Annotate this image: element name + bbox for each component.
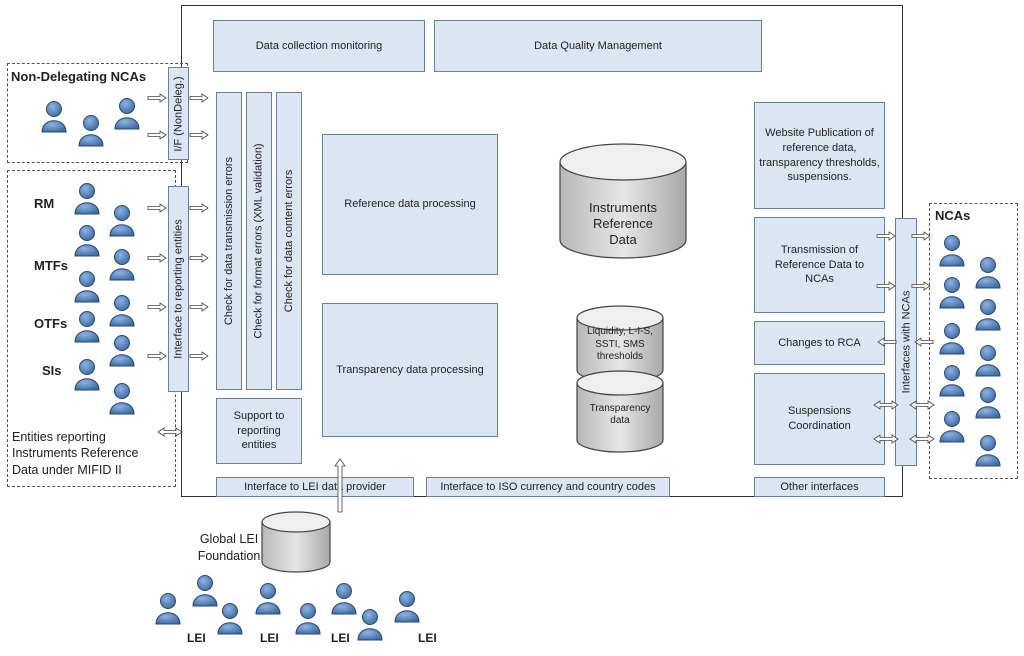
instruments-reference-data-db	[559, 143, 687, 259]
interface-iso-codes-box: Interface to ISO currency and country co…	[426, 477, 670, 497]
interface-lei-provider-box: Interface to LEI data provider	[216, 477, 414, 497]
transmission-reference-data-label: Transmission of Reference Data to NCAs	[774, 243, 865, 286]
arrow-nondeleg-out-2	[189, 130, 209, 140]
reference-data-processing-label: Reference data processing	[344, 198, 476, 211]
website-publication-label: Website Publication of reference data, t…	[759, 126, 880, 184]
data-collection-monitoring-box: Data collection monitoring	[213, 20, 425, 72]
global-lei-foundation-label: Global LEI Foundation	[197, 532, 261, 563]
sis-label: SIs	[42, 363, 62, 378]
interface-lei-provider-label: Interface to LEI data provider	[244, 480, 386, 493]
otfs-label: OTFs	[34, 316, 68, 331]
check-format-errors-box: Check for format errors (XML validation)	[246, 92, 272, 390]
other-interfaces-label: Other interfaces	[780, 480, 859, 493]
thresholds-db	[576, 305, 664, 383]
arrow-nondeleg-2	[147, 130, 167, 140]
changes-to-rca-label: Changes to RCA	[778, 336, 861, 349]
entities-caption: Entities reporting Instruments Reference…	[12, 430, 139, 477]
other-interfaces-box: Other interfaces	[754, 477, 885, 497]
instruments-db-label: Instruments Reference Data	[589, 199, 657, 248]
lei-label-3: LEI	[331, 631, 350, 645]
ncas-title: NCAs	[935, 208, 971, 223]
mtfs-label: MTFs	[34, 258, 68, 273]
transparency-db-label: Transparency data	[589, 402, 651, 427]
suspensions-coordination-label: Suspensions Coordination	[788, 405, 851, 432]
arrow-nondeleg-1	[147, 93, 167, 103]
transparency-db	[576, 370, 664, 453]
reference-data-processing-box: Reference data processing	[322, 134, 498, 275]
lei-label-2: LEI	[260, 631, 279, 645]
support-reporting-entities-box: Support to reporting entities	[216, 398, 302, 464]
arrow-nondeleg-out-1	[189, 93, 209, 103]
interface-iso-codes-label: Interface to ISO currency and country co…	[440, 480, 656, 493]
lei-label-1: LEI	[187, 631, 206, 645]
suspensions-coordination-box: Suspensions Coordination	[754, 373, 885, 465]
rm-label: RM	[34, 196, 55, 211]
thresholds-db-label: Liquidity, L-I-S, SSTI, SMS thresholds	[587, 326, 653, 363]
reporting-interface-box: Interface to reporting entities	[168, 186, 189, 392]
check-content-errors-box: Check for data content errors	[276, 92, 302, 390]
transparency-data-processing-box: Transparency data processing	[322, 303, 498, 437]
data-collection-monitoring-label: Data collection monitoring	[255, 39, 383, 52]
transmission-reference-data-box: Transmission of Reference Data to NCAs	[754, 217, 885, 313]
lei-foundation-db	[261, 511, 331, 573]
check-transmission-errors-box: Check for data transmission errors	[216, 92, 242, 390]
data-quality-management-label: Data Quality Management	[534, 39, 662, 52]
non-delegating-ncas-title: Non-Delegating NCAs	[11, 69, 147, 84]
transparency-data-processing-label: Transparency data processing	[336, 363, 484, 376]
nondeleg-interface-box: I/F (NonDeleg.)	[168, 67, 189, 160]
lei-label-4: LEI	[418, 631, 437, 645]
website-publication-box: Website Publication of reference data, t…	[754, 102, 885, 209]
data-quality-management-box: Data Quality Management	[434, 20, 762, 72]
support-reporting-entities-label: Support to reporting entities	[233, 409, 285, 452]
